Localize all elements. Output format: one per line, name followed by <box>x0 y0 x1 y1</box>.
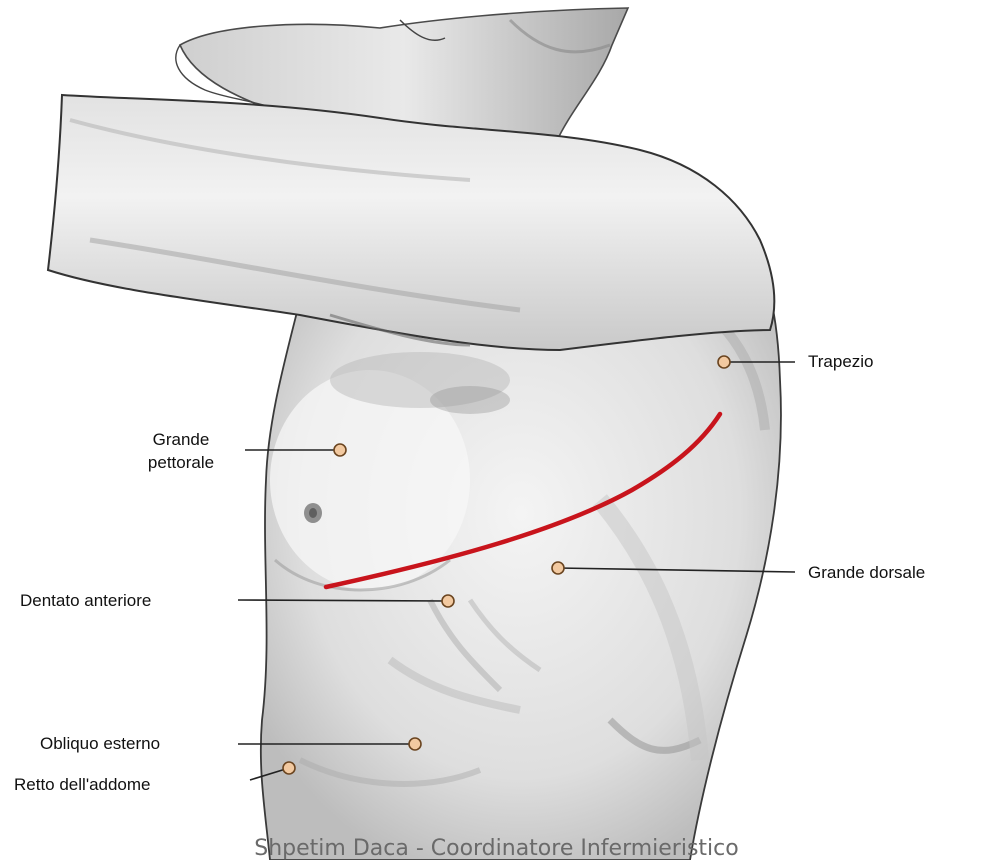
marker-obliquo-esterno <box>409 738 421 750</box>
label-obliquo-esterno: Obliquo esterno <box>40 732 160 755</box>
marker-retto-addome <box>283 762 295 774</box>
label-grande-pettorale-line1: Grande <box>120 428 242 451</box>
marker-grande-dorsale <box>552 562 564 574</box>
label-trapezio: Trapezio <box>808 350 874 373</box>
marker-grande-pettorale <box>334 444 346 456</box>
footer-credit: Shpetim Daca - Coordinatore Infermierist… <box>0 836 993 860</box>
label-grande-pettorale: Grande pettorale <box>120 428 242 474</box>
label-dentato-anteriore: Dentato anteriore <box>20 589 151 612</box>
label-retto-addome: Retto dell'addome <box>14 773 151 796</box>
marker-trapezio <box>718 356 730 368</box>
label-grande-pettorale-line2: pettorale <box>120 451 242 474</box>
label-grande-dorsale: Grande dorsale <box>808 561 925 584</box>
leader-line-dentato-anteriore <box>238 600 448 601</box>
marker-dentato-anteriore <box>442 595 454 607</box>
